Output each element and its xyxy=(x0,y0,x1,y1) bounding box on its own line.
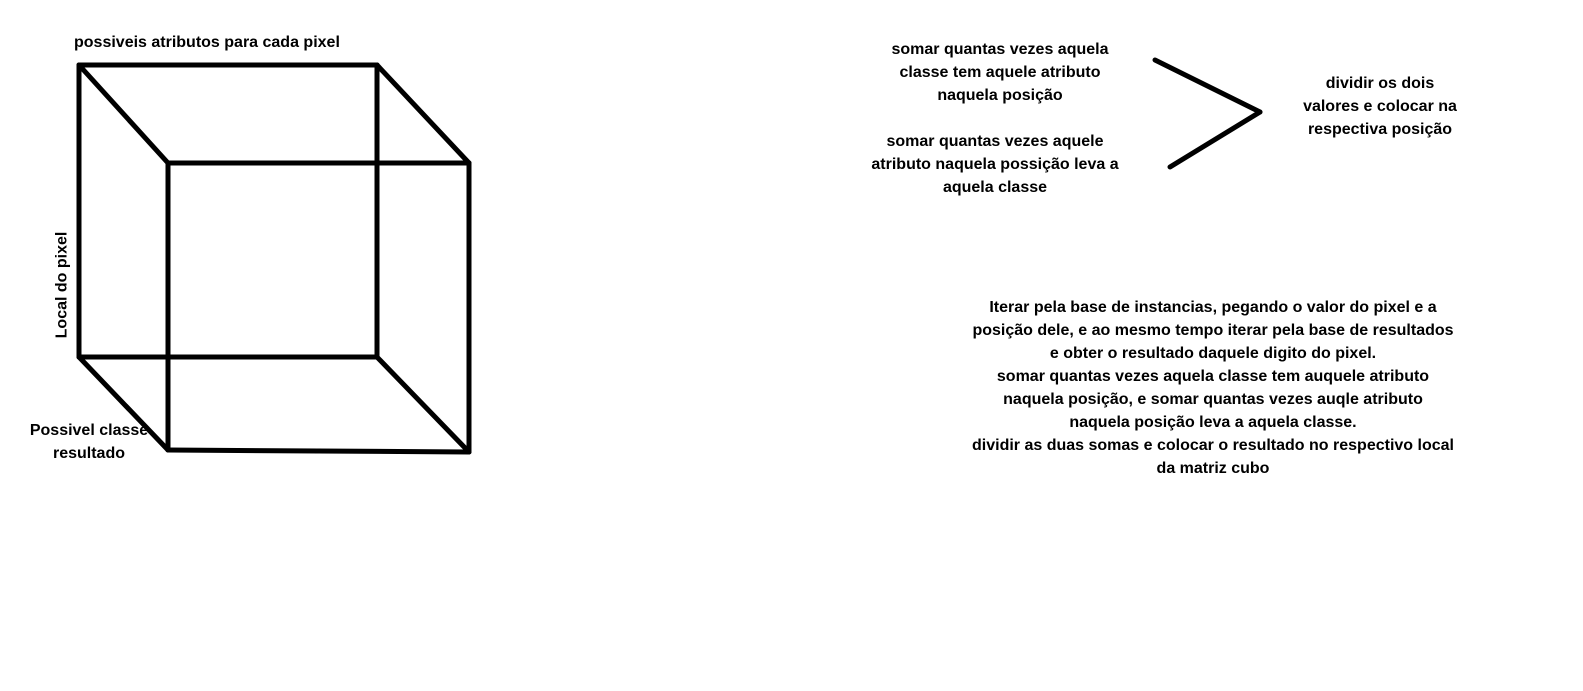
cube-bottom-label-line: resultado xyxy=(52,445,125,462)
sum-attribute-class-note: somar quantas vezes aquele atributo naqu… xyxy=(840,130,1150,199)
note-line: somar quantas vezes aquela xyxy=(891,41,1109,58)
cube-bottom-label-line: Possivel classe xyxy=(29,422,149,439)
sum-class-attribute-note: somar quantas vezes aquela classe tem aq… xyxy=(840,38,1160,107)
cube-diagonal-bottom-right xyxy=(374,354,472,455)
merge-arrow-lower-stroke xyxy=(1167,109,1263,170)
merge-arrow-upper-stroke xyxy=(1152,57,1263,115)
explanation-line: dividir as duas somas e colocar o result… xyxy=(972,437,1454,454)
cube-side-label: Local do pixel xyxy=(53,231,71,339)
explanation-line: e obter o resultado daquele digito do pi… xyxy=(1049,345,1377,362)
cube-front-bottom-edge xyxy=(165,447,472,455)
cube-diagonal-bottom-left xyxy=(76,354,171,453)
note-line: naquela posição xyxy=(937,87,1063,104)
cube-diagonal-top-right xyxy=(374,62,472,166)
cube-bottom-label: Possivel classe resultado xyxy=(10,419,168,465)
explanation-line: naquela posição, e somar quantas vezes a… xyxy=(1003,391,1423,408)
explanation-line: somar quantas vezes aquela classe tem au… xyxy=(996,368,1430,385)
note-line: dividir os dois xyxy=(1325,75,1435,92)
note-line: aquela classe xyxy=(942,179,1048,196)
explanation-line: naquela posição leva a aquela classe. xyxy=(1069,414,1357,431)
explanation-line: Iterar pela base de instancias, pegando … xyxy=(989,299,1437,316)
cube-top-label: possiveis atributos para cada pixel xyxy=(74,34,340,51)
note-line: valores e colocar na xyxy=(1303,98,1457,115)
note-line: respectiva posição xyxy=(1307,121,1453,138)
explanation-line: da matriz cubo xyxy=(1156,460,1270,477)
note-line: classe tem aquele atributo xyxy=(899,64,1101,81)
divide-values-note: dividir os dois valores e colocar na res… xyxy=(1270,72,1490,141)
note-line: atributo naquela possição leva a xyxy=(871,156,1119,173)
explanation-line: posição dele, e ao mesmo tempo iterar pe… xyxy=(972,322,1454,339)
cube-diagonal-top-left xyxy=(76,62,171,166)
note-line: somar quantas vezes aquele xyxy=(886,133,1104,150)
explanation-paragraph: Iterar pela base de instancias, pegando … xyxy=(918,296,1508,480)
